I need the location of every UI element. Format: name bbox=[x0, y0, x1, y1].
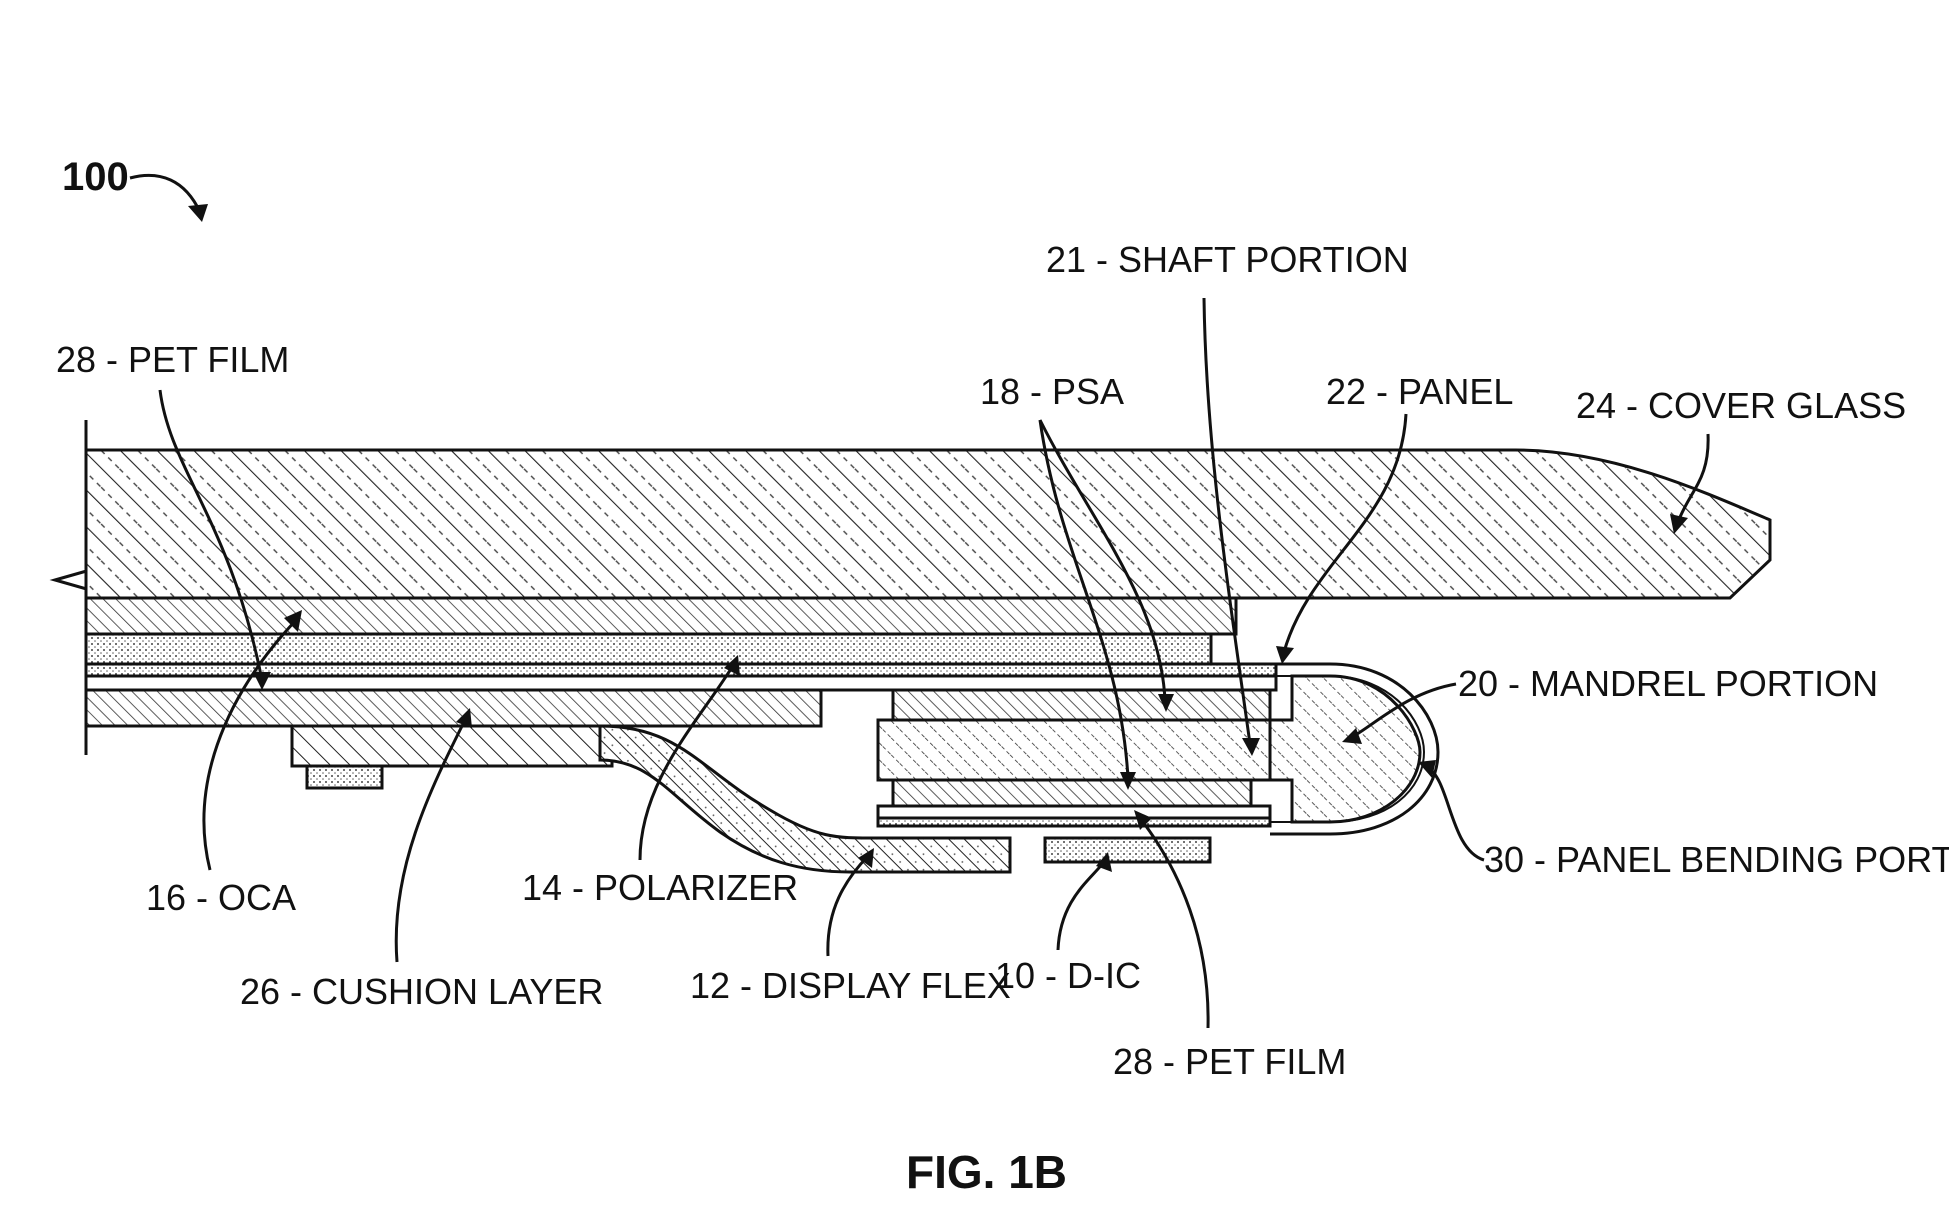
cover-glass-layer bbox=[86, 450, 1770, 598]
leader-d-ic bbox=[1058, 852, 1112, 950]
label-cover-glass: 24 - COVER GLASS bbox=[1576, 385, 1906, 426]
label-panel: 22 - PANEL bbox=[1326, 371, 1513, 412]
psa-upper-layer bbox=[893, 690, 1270, 720]
label-display-flex: 12 - DISPLAY FLEX bbox=[690, 965, 1011, 1006]
d-ic-chip bbox=[1045, 838, 1210, 862]
mandrel-portion bbox=[1270, 676, 1420, 822]
lower-bracket-foot bbox=[307, 766, 382, 788]
label-pet-film-bottom: 28 - PET FILM bbox=[1113, 1041, 1346, 1082]
cushion-layer-body bbox=[86, 690, 821, 726]
reference-numeral: 100 bbox=[62, 155, 129, 199]
label-polarizer: 14 - POLARIZER bbox=[522, 867, 798, 908]
oca-layer bbox=[86, 598, 1236, 634]
pet-film-bottom-layer bbox=[878, 806, 1270, 818]
label-shaft-portion: 21 - SHAFT PORTION bbox=[1046, 239, 1409, 280]
leader-panel-bending-portion bbox=[1418, 760, 1484, 860]
label-mandrel-portion: 20 - MANDREL PORTION bbox=[1458, 663, 1878, 704]
shaft-block bbox=[878, 720, 1292, 780]
panel-bottom-layer bbox=[878, 818, 1270, 826]
psa-lower-layer bbox=[893, 780, 1251, 806]
reference-arrow bbox=[130, 175, 208, 222]
label-d-ic: 10 - D-IC bbox=[995, 955, 1141, 996]
label-cushion-layer: 26 - CUSHION LAYER bbox=[240, 971, 603, 1012]
label-pet-film-top: 28 - PET FILM bbox=[56, 339, 289, 380]
label-oca: 16 - OCA bbox=[146, 877, 296, 918]
figure-caption: FIG. 1B bbox=[906, 1146, 1067, 1198]
label-panel-bending-portion: 30 - PANEL BENDING PORTION bbox=[1484, 839, 1949, 880]
label-psa: 18 - PSA bbox=[980, 371, 1124, 412]
